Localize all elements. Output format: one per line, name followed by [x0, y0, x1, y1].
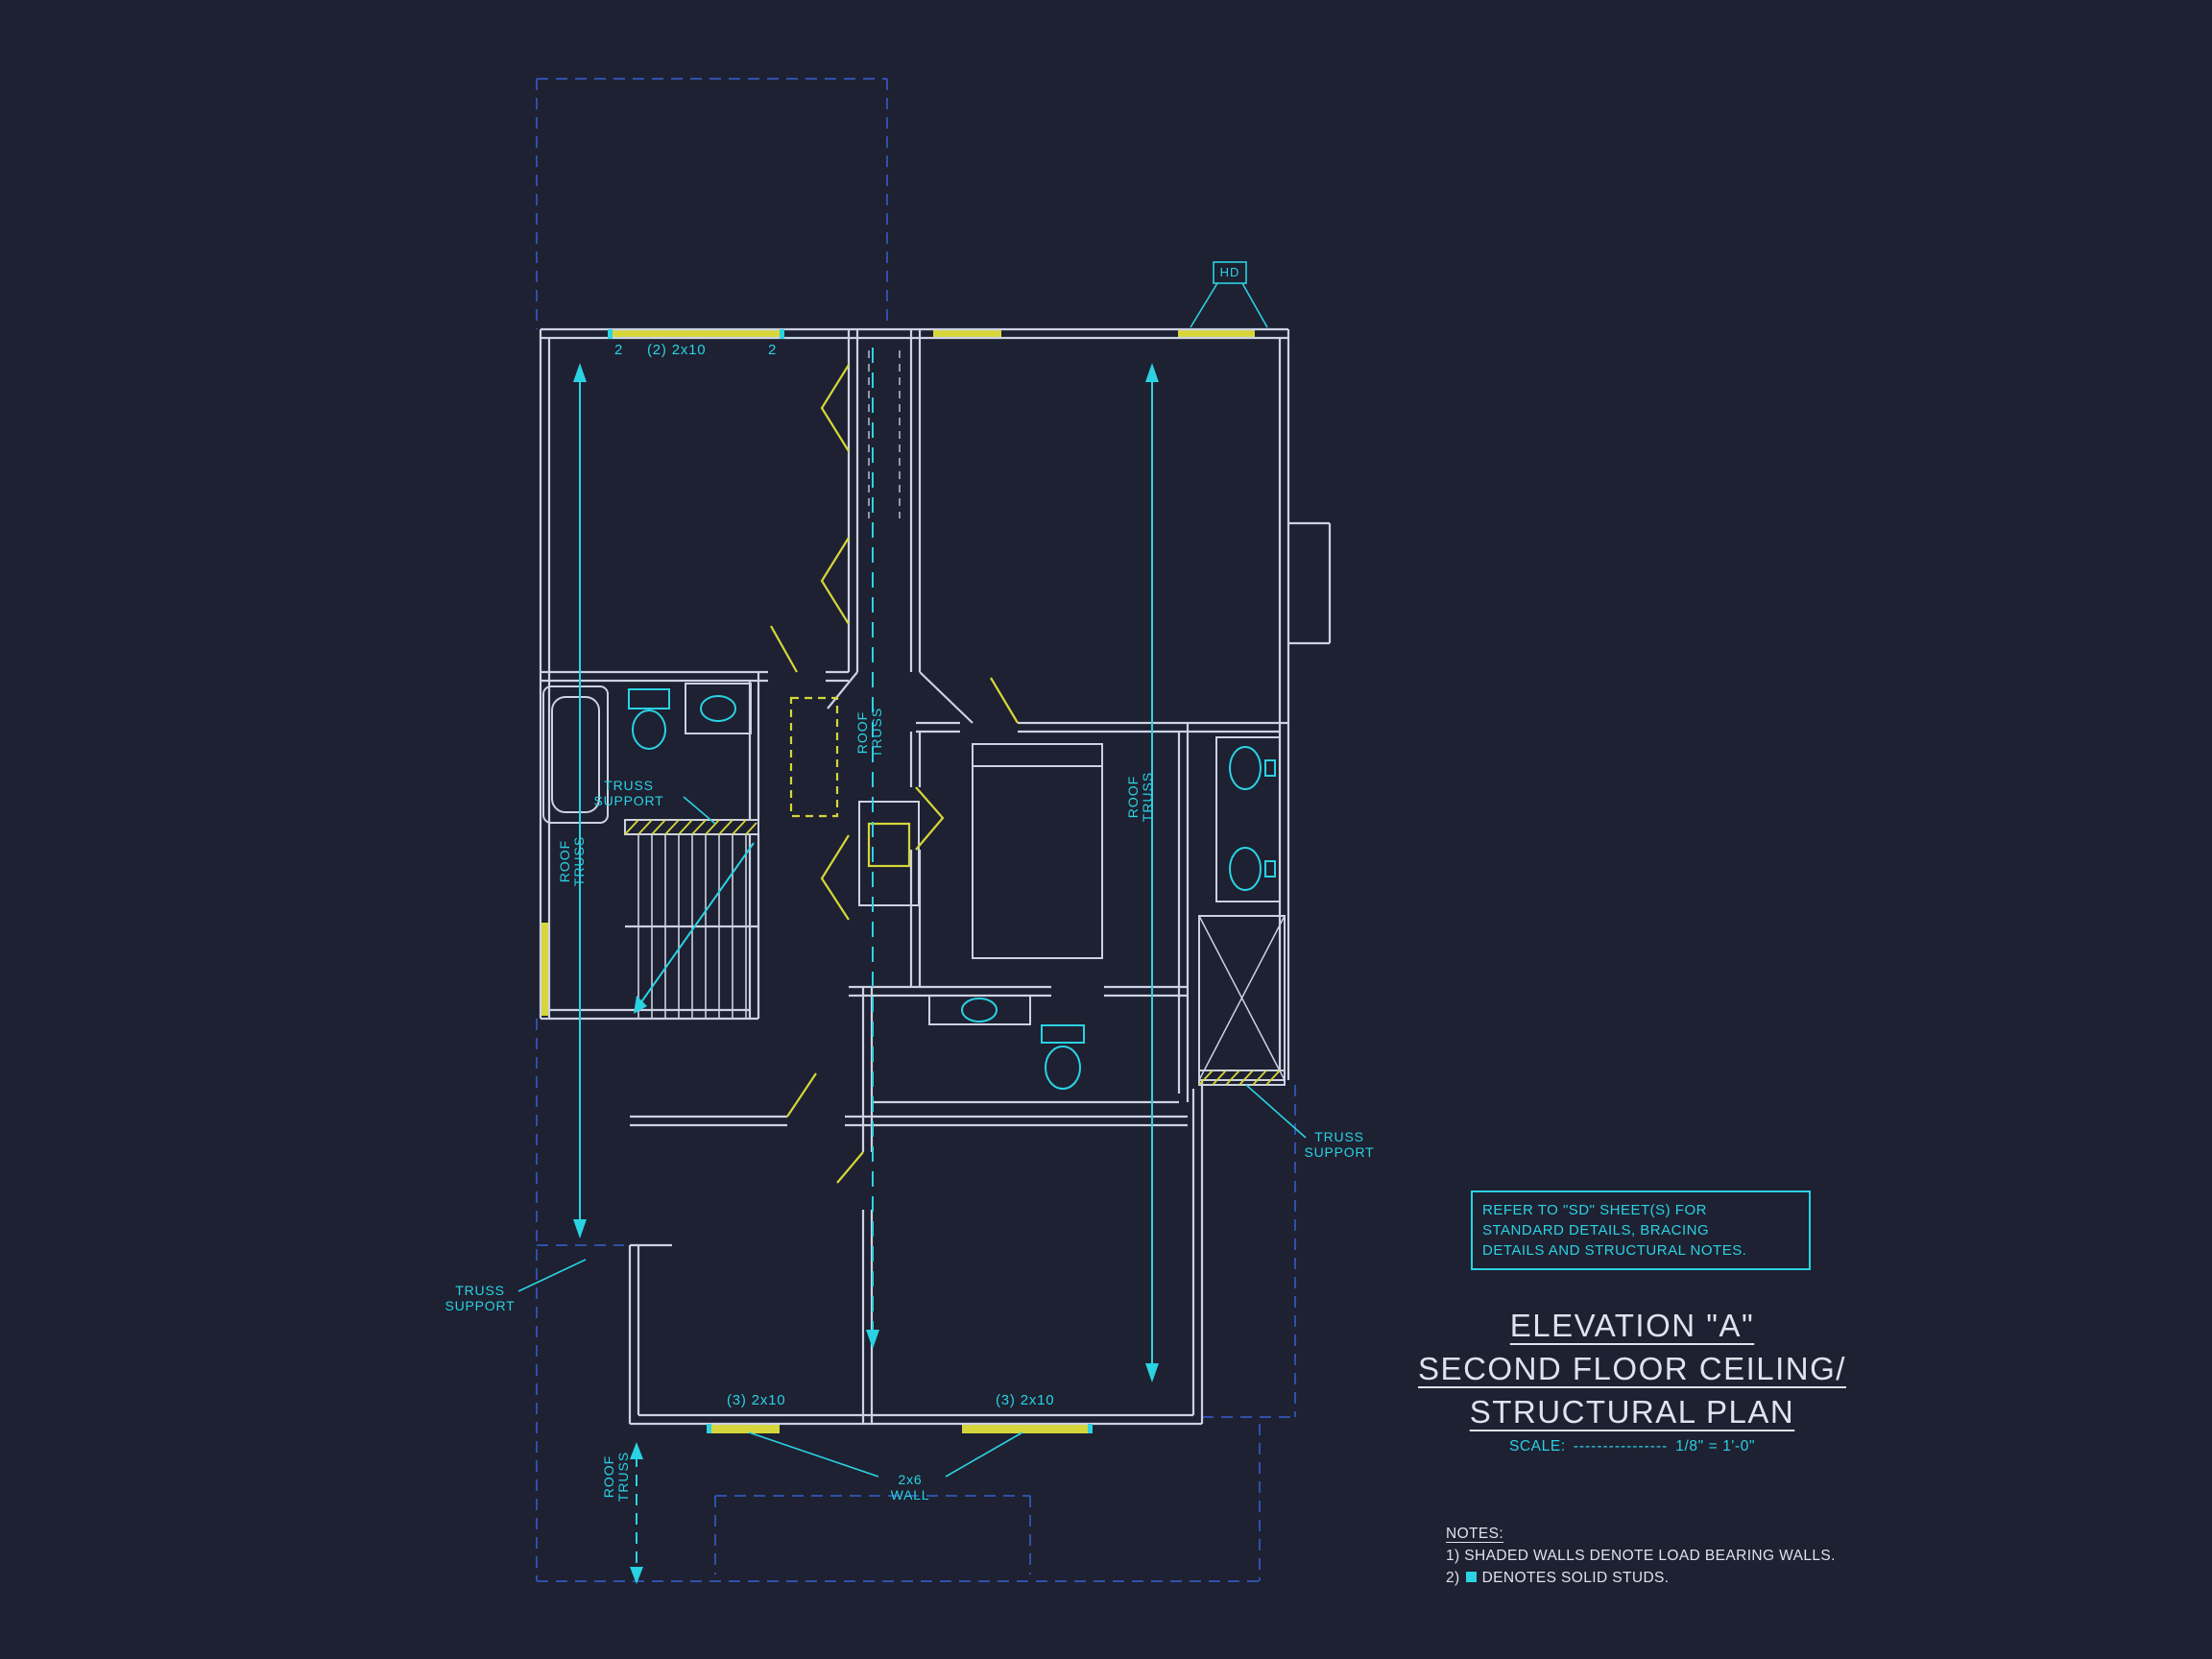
truss-support-line2: SUPPORT: [593, 793, 664, 808]
truss-support-walls: [624, 819, 1286, 1086]
bed: [972, 743, 1103, 959]
toilet-lower: [1045, 1046, 1081, 1090]
load-bearing-walls: [541, 329, 1255, 1433]
scale-label: SCALE:: [1508, 1438, 1566, 1455]
truss-support-label-bottomleft: TRUSS SUPPORT: [427, 1283, 533, 1313]
title-block: ELEVATION "A" SECOND FLOOR CEILING/ STRU…: [1392, 1304, 1872, 1433]
truss-support-line1: TRUSS: [604, 778, 654, 793]
note-box-line2: STANDARD DETAILS, BRACING: [1482, 1222, 1710, 1238]
notes-note2-text: DENOTES SOLID STUDS.: [1481, 1570, 1670, 1586]
sink-lower: [961, 998, 998, 1022]
plumbing-fixtures: [628, 688, 1276, 1090]
bathtub-inner: [551, 696, 600, 813]
truss-support-line1: TRUSS: [1314, 1129, 1364, 1144]
toilet-tank-upper: [628, 688, 670, 709]
truss-support-line1: TRUSS: [455, 1283, 505, 1298]
stairs: [637, 834, 747, 1019]
roof-truss-label-center: ROOF TRUSS: [854, 704, 884, 761]
top-beam-label: (2) 2x10: [647, 342, 707, 358]
toilet-upper: [632, 709, 666, 750]
fixtures: [542, 683, 1286, 1081]
vanity-right: [1215, 736, 1281, 902]
roof-truss-label-left: ROOF TRUSS: [557, 832, 587, 890]
stud-count-right: 2: [768, 342, 778, 358]
sink-right-1: [1229, 746, 1262, 790]
roof-truss-line1: ROOF: [557, 839, 572, 883]
solid-stud-swatch: [1465, 1572, 1477, 1582]
title-line3: STRUCTURAL PLAN: [1469, 1394, 1795, 1430]
notes-block: NOTES: 1) SHADED WALLS DENOTE LOAD BEARI…: [1446, 1523, 1887, 1589]
sink-right-2: [1229, 847, 1262, 891]
bottom-beam-label-left: (3) 2x10: [727, 1392, 786, 1408]
toilet-tank-lower: [1041, 1024, 1085, 1044]
cabinet-inner: [867, 822, 911, 868]
scale-line: SCALE: ---------------- 1/8" = 1'-0": [1392, 1438, 1872, 1455]
note-box-line3: DETAILS AND STRUCTURAL NOTES.: [1482, 1242, 1747, 1259]
notes-note2: 2) DENOTES SOLID STUDS.: [1446, 1567, 1887, 1589]
scale-value: 1/8" = 1'-0": [1675, 1438, 1756, 1455]
arrowheads: [573, 363, 1159, 1584]
truss-support-label-right: TRUSS SUPPORT: [1286, 1129, 1392, 1160]
bottom-beam-label-right: (3) 2x10: [996, 1392, 1055, 1408]
scale-dashes: ----------------: [1573, 1438, 1669, 1455]
truss-arrows: [579, 348, 1153, 1571]
roof-truss-label-bottom: ROOF TRUSS: [601, 1448, 631, 1505]
roof-truss-line1: ROOF: [601, 1455, 616, 1499]
roof-truss-line2: TRUSS: [615, 1451, 631, 1503]
vanity-upper: [685, 683, 752, 734]
roof-truss-line1: ROOF: [854, 710, 870, 755]
notes-heading: NOTES:: [1446, 1526, 1504, 1542]
roof-truss-line1: ROOF: [1125, 775, 1141, 819]
stair-direction-arrow: [637, 842, 755, 1007]
walls: [539, 327, 1332, 1426]
title-line2: SECOND FLOOR CEILING/: [1418, 1351, 1846, 1386]
roof-truss-label-right: ROOF TRUSS: [1125, 768, 1155, 826]
roof-truss-line2: TRUSS: [1140, 771, 1155, 823]
shower: [1198, 915, 1286, 1081]
solid-stud-markers: [608, 329, 1093, 1433]
wall-2x6-line2: WALL: [890, 1487, 930, 1503]
wall-2x6-line1: 2x6: [898, 1472, 923, 1487]
door-swings: [770, 364, 1019, 1184]
title-line1: ELEVATION "A": [1509, 1308, 1755, 1343]
note-box: REFER TO "SD" SHEET(S) FOR STANDARD DETA…: [1471, 1190, 1811, 1270]
bathtub: [542, 685, 609, 824]
leader-lines: [517, 261, 1307, 1478]
sink-upper: [700, 695, 736, 722]
truss-support-line2: SUPPORT: [445, 1298, 516, 1313]
truss-support-line2: SUPPORT: [1304, 1144, 1375, 1160]
roof-truss-line2: TRUSS: [571, 835, 587, 887]
note-box-line1: REFER TO "SD" SHEET(S) FOR: [1482, 1202, 1707, 1218]
notes-note2-prefix: 2): [1446, 1570, 1460, 1586]
truss-support-label-mid: TRUSS SUPPORT: [576, 778, 682, 808]
hd-marker-box: [1213, 261, 1247, 284]
stud-count-left: 2: [614, 342, 624, 358]
notes-note1: 1) SHADED WALLS DENOTE LOAD BEARING WALL…: [1446, 1548, 1836, 1564]
hd-marker-label: HD: [1219, 265, 1240, 279]
cabinet: [858, 801, 920, 906]
closet-dashed: [789, 696, 839, 818]
roof-truss-line2: TRUSS: [869, 707, 884, 758]
attic-chute-dashed: [868, 350, 901, 518]
roof-outline-dashed: [536, 78, 1296, 1582]
wall-2x6-label: 2x6 WALL: [872, 1472, 949, 1503]
vanity-lower: [928, 995, 1031, 1025]
